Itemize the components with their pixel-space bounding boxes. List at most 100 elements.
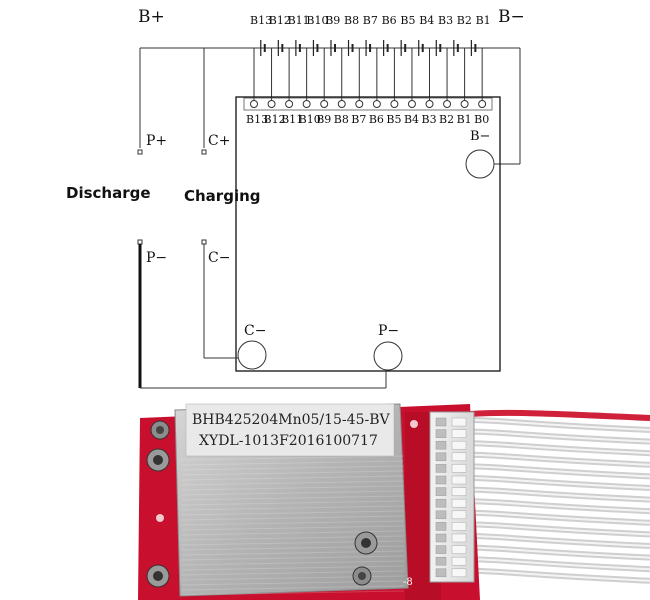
brush-line	[181, 485, 405, 491]
balance-pin	[407, 100, 416, 108]
cell-label: B7	[363, 14, 378, 27]
balance-wire-highlight	[469, 558, 650, 571]
red-wire	[469, 409, 650, 421]
connector-slot	[435, 533, 447, 543]
cell-label: B10	[306, 14, 328, 27]
cell-label: B11	[288, 14, 310, 27]
screw-icon	[146, 564, 170, 588]
screw-icon	[150, 420, 170, 440]
connector-contact	[451, 545, 467, 554]
brush-line	[181, 475, 405, 481]
cell-label: B9	[325, 14, 340, 27]
balance-wire-highlight	[469, 535, 650, 547]
cell-label: B4	[419, 14, 434, 27]
p-plus-label: P+	[146, 133, 167, 149]
pin-label: B3	[422, 113, 437, 126]
pin-label: B10	[299, 113, 321, 126]
brush-line	[181, 455, 405, 461]
brush-line	[181, 585, 405, 591]
connector-contact	[451, 556, 467, 566]
connector-slot	[435, 429, 447, 438]
silk-mark: -8	[403, 577, 413, 588]
balance-pin	[285, 100, 294, 108]
c-minus-terminal	[201, 239, 207, 245]
pin-label: B0	[474, 113, 489, 126]
brush-line	[181, 555, 405, 561]
connector-slot	[435, 452, 447, 462]
connector-contact	[451, 522, 467, 531]
balance-wire-highlight	[469, 488, 650, 501]
pin-label: B13	[246, 113, 268, 126]
connector-contact	[451, 475, 467, 485]
brush-line	[181, 495, 405, 501]
bminus-pad	[465, 149, 495, 179]
pminus-pad-label: P−	[378, 323, 399, 339]
connector-slot	[435, 545, 447, 554]
screw-icon	[146, 448, 170, 472]
balance-pin	[302, 100, 311, 108]
balance-pin	[372, 100, 381, 108]
connector-contact	[451, 487, 467, 496]
cell-label: B3	[438, 14, 453, 27]
balance-wire-highlight	[469, 453, 650, 466]
connector-contact	[451, 568, 467, 578]
p-minus-terminal-label: P−	[146, 250, 167, 266]
balance-pin	[425, 100, 434, 108]
connector-contact	[451, 429, 467, 438]
c-plus-label: C+	[208, 133, 230, 149]
balance-pin	[250, 100, 258, 108]
c-minus-terminal-label: C−	[208, 250, 230, 266]
label-line-1: BHB425204Mn05/15-45-BV	[192, 412, 390, 428]
label-line-2: XYDL-1013F2016100717	[199, 433, 378, 449]
connector-slot	[435, 417, 447, 427]
brush-line	[181, 520, 405, 526]
p-plus-terminal	[137, 149, 143, 155]
cell-label: B8	[344, 14, 359, 27]
pin-label: B2	[439, 113, 454, 126]
connector-contact	[451, 464, 467, 473]
c-plus-terminal	[201, 149, 207, 155]
balance-wire-highlight	[469, 523, 650, 536]
brush-line	[181, 505, 405, 511]
pcb-via-icon	[156, 514, 164, 522]
brush-line	[181, 470, 405, 476]
connector-slot	[435, 522, 447, 531]
connector-slot	[435, 510, 447, 520]
balance-pin	[267, 100, 276, 108]
brush-line	[181, 525, 405, 531]
cell-label: B5	[400, 14, 415, 27]
board-balance-pins	[243, 97, 493, 111]
brush-line	[181, 590, 405, 596]
cell-label: B13	[250, 14, 272, 27]
pin-header-outline	[243, 97, 493, 111]
connector-slot	[435, 440, 447, 450]
battery-positive-label: B+	[138, 7, 165, 27]
bms-board-photo: BHB425204Mn05/15-45-BV XYDL-1013F2016100…	[138, 403, 650, 600]
cminus-pad-label: C−	[244, 323, 266, 339]
brush-line	[181, 565, 405, 571]
balance-pin	[320, 100, 329, 108]
balance-pin	[355, 100, 364, 108]
balance-wire-highlight	[469, 465, 650, 478]
cell-label: B12	[269, 14, 291, 27]
balance-wire-highlight	[469, 500, 650, 513]
balance-wire-highlight	[469, 511, 650, 524]
connector-slot	[435, 568, 447, 578]
pin-label: B6	[369, 113, 384, 126]
connector-contact	[451, 498, 467, 508]
screw-icon	[352, 566, 372, 586]
pin-label: B8	[334, 113, 349, 126]
balance-pin	[478, 100, 487, 108]
pin-label: B11	[281, 113, 303, 126]
pin-label: B1	[457, 113, 472, 126]
label-sticker	[185, 403, 395, 457]
connector-slot	[435, 487, 447, 496]
cell-label: B2	[457, 14, 472, 27]
balance-pin	[460, 100, 469, 108]
brush-line	[181, 480, 405, 486]
bms-board-outline	[235, 96, 501, 372]
connector-slot	[435, 464, 447, 473]
balance-wire-highlight	[469, 477, 650, 489]
cminus-pad	[237, 340, 267, 370]
